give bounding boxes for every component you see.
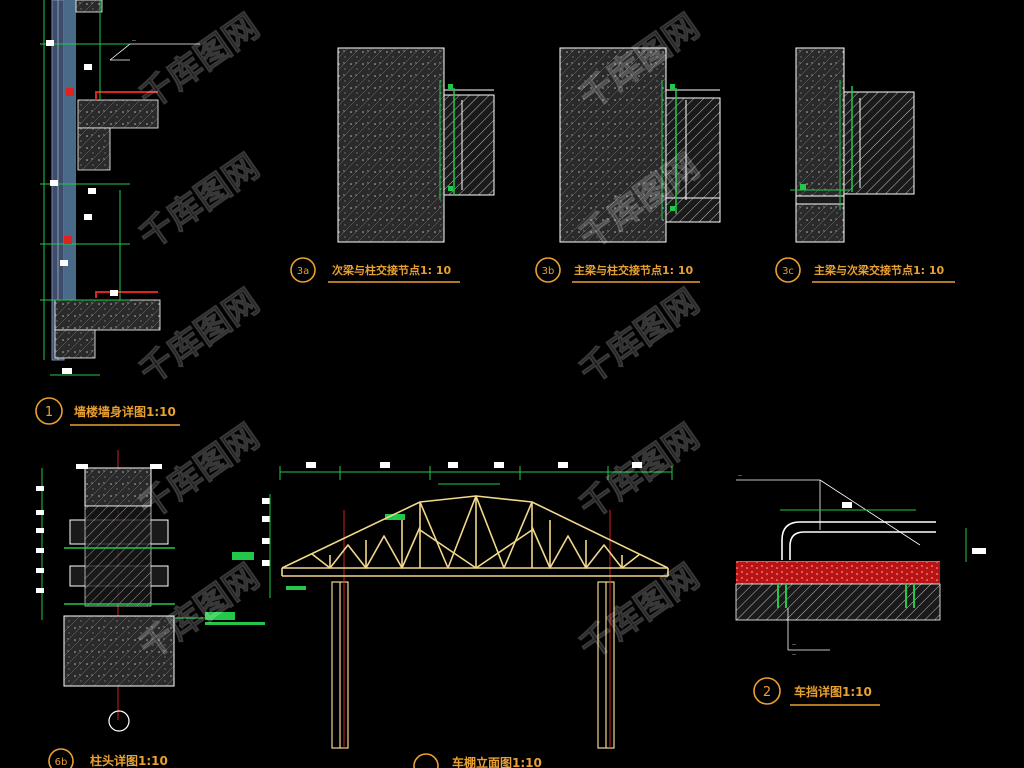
watermark-2: 千库图网 [132,147,266,258]
svg-text:—: — [738,473,742,478]
watermark-10: 千库图网 [572,557,706,668]
watermark-4: 千库图网 [132,417,266,528]
detail-2-car-stop: — — — [735,473,986,657]
detail-3b-number: 3b [542,266,555,277]
detail-2-title: 车挡详图1:10 [794,684,872,699]
title-6b: 6b 柱头详图1:10 [48,748,168,768]
elevation-title: 车棚立面图1:10 [452,755,542,768]
detail-6b-title: 柱头详图1:10 [90,753,168,768]
detail-3b-title: 主梁与柱交接节点1: 10 [574,263,694,277]
title-2: 2 车挡详图1:10 [753,677,880,706]
detail-6b-number: 6b [55,757,68,768]
watermark-3: 千库图网 [132,282,266,393]
svg-text:—: — [792,642,796,647]
detail-1-title: 墙楼墙身详图1:10 [74,404,176,419]
title-3b: 3b 主梁与柱交接节点1: 10 [535,257,700,283]
detail-3c-title: 主梁与次梁交接节点1: 10 [814,263,945,277]
detail-3a-number: 3a [297,266,310,277]
watermark-1: 千库图网 [132,7,266,118]
detail-3a-joint [337,47,495,243]
svg-text:—: — [792,652,796,657]
detail-3c-joint [790,47,915,243]
detail-6b-column-head [36,450,265,732]
detail-2-number: 2 [763,685,771,700]
title-1: 1 墙楼墙身详图1:10 [35,397,180,426]
detail-3a-title: 次梁与柱交接节点1: 10 [332,263,452,277]
title-elevation: 车棚立面图1:10 [413,753,542,768]
titles: 3a 次梁与柱交接节点1: 10 3b 主梁与柱交接节点1: 10 3c 主梁与… [35,257,955,768]
title-3a: 3a 次梁与柱交接节点1: 10 [290,257,460,283]
svg-text:—: — [132,38,136,43]
canopy-elevation [232,462,673,749]
detail-1-wall-section: — [40,0,200,376]
detail-3b-joint [559,47,721,243]
watermark-8: 千库图网 [572,282,706,393]
title-3c: 3c 主梁与次梁交接节点1: 10 [775,257,955,283]
detail-1-number: 1 [45,405,53,420]
detail-3c-number: 3c [782,266,794,277]
